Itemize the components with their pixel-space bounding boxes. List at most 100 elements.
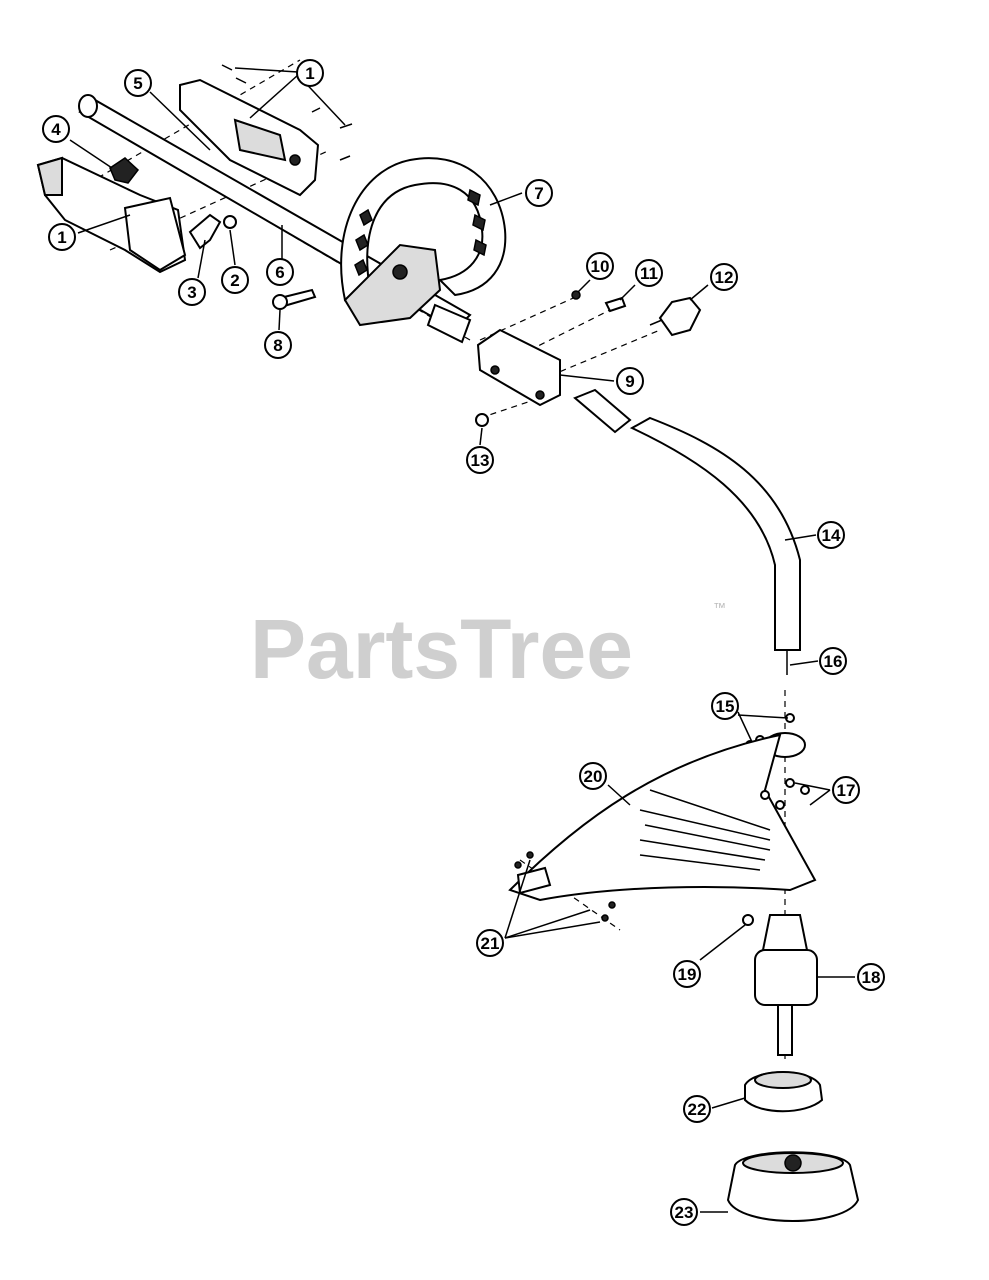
- trigger: [188, 213, 222, 250]
- right-housing: [179, 78, 320, 197]
- leader-11: [619, 284, 636, 301]
- coupler-hole: [490, 365, 500, 375]
- callout-22[interactable]: 22: [683, 1095, 711, 1123]
- guard-lower-screw: [608, 901, 616, 909]
- leader-21: [504, 909, 591, 939]
- part-4-shape: [109, 157, 140, 184]
- callout-9[interactable]: 9: [616, 367, 644, 395]
- callout-10[interactable]: 10: [586, 252, 614, 280]
- callout-circle: [683, 1095, 711, 1123]
- watermark-text: PartsTree: [250, 602, 633, 696]
- leader-15: [737, 714, 789, 719]
- callout-7[interactable]: 7: [525, 179, 553, 207]
- callout-number: 8: [273, 336, 282, 355]
- part-12-stem: [649, 319, 663, 326]
- callout-17[interactable]: 17: [832, 776, 860, 804]
- guard-screws: [760, 778, 810, 810]
- callout-circle: [42, 115, 70, 143]
- callout-12[interactable]: 12: [710, 263, 738, 291]
- spring-shape: [223, 215, 237, 229]
- coupler-body: [476, 328, 561, 407]
- screw: [339, 155, 351, 161]
- callout-19[interactable]: 19: [673, 960, 701, 988]
- callout-number: 11: [640, 264, 658, 283]
- handle-bolt: [272, 288, 317, 310]
- callout-circle: [178, 278, 206, 306]
- callout-number: 16: [824, 652, 843, 671]
- callout-circle: [579, 762, 607, 790]
- part-4-piece: [109, 157, 140, 184]
- callout-21[interactable]: 21: [476, 929, 504, 957]
- callout-5[interactable]: 5: [124, 69, 152, 97]
- callout-8[interactable]: 8: [264, 331, 292, 359]
- callout-3[interactable]: 3: [178, 278, 206, 306]
- callout-2[interactable]: 2: [221, 266, 249, 294]
- guard-lower-screw: [526, 851, 534, 859]
- leader-17: [794, 782, 831, 791]
- callout-number: 18: [862, 968, 881, 987]
- guard-screw: [785, 778, 795, 788]
- gear-head: [754, 914, 818, 1056]
- callout-20[interactable]: 20: [579, 762, 607, 790]
- screw: [311, 107, 321, 113]
- callout-23[interactable]: 23: [670, 1198, 698, 1226]
- leader-19: [699, 924, 746, 961]
- debris-guard-body: [508, 733, 817, 902]
- callout-18[interactable]: 18: [857, 963, 885, 991]
- callout-15[interactable]: 15: [711, 692, 739, 720]
- watermark: PartsTree ™: [250, 600, 726, 696]
- left-housing-endcap: [36, 156, 63, 196]
- spool-retainer: [744, 1071, 824, 1113]
- spool-retainer-top: [754, 1071, 812, 1089]
- leader-21: [504, 859, 531, 939]
- callout-4[interactable]: 4: [42, 115, 70, 143]
- callout-circle: [221, 266, 249, 294]
- screw: [221, 64, 233, 71]
- callout-number: 13: [471, 451, 490, 470]
- callout-circle: [673, 960, 701, 988]
- callout-circle: [711, 692, 739, 720]
- leader-16: [789, 660, 819, 666]
- callout-number: 14: [822, 526, 841, 545]
- callout-number: 21: [481, 934, 500, 953]
- tube-insert: [573, 388, 632, 434]
- callout-circle: [817, 521, 845, 549]
- callout-circle: [819, 647, 847, 675]
- leader-2: [229, 229, 236, 266]
- debris-guard-ribs: [639, 789, 771, 871]
- callout-circle: [616, 367, 644, 395]
- callout-1a[interactable]: 1: [296, 59, 324, 87]
- guard-lower-screws: [514, 851, 616, 922]
- leader-12: [689, 284, 709, 301]
- gear-head-screw: [742, 914, 754, 926]
- callout-16[interactable]: 16: [819, 647, 847, 675]
- callout-circle: [264, 331, 292, 359]
- callout-circle: [710, 263, 738, 291]
- callout-number: 4: [51, 120, 61, 139]
- callout-6[interactable]: 6: [266, 258, 294, 286]
- callout-14[interactable]: 14: [817, 521, 845, 549]
- leader-17: [809, 789, 831, 806]
- d-handle-grip-ribs-left: [354, 208, 373, 277]
- left-housing: [36, 156, 187, 274]
- bump-head: [726, 1151, 860, 1222]
- spring: [223, 215, 237, 229]
- leader-8: [278, 309, 281, 331]
- coupler-hole: [535, 390, 545, 400]
- callout-number: 17: [837, 781, 856, 800]
- left-housing-cover: [123, 196, 187, 272]
- housing-screws: [221, 64, 353, 161]
- right-housing-detail: [233, 118, 287, 162]
- drive-tube-end-cap: [426, 303, 472, 344]
- callout-number: 23: [675, 1203, 694, 1222]
- callout-number: 7: [534, 184, 543, 203]
- leader-7: [489, 192, 523, 206]
- coupler-hardware: [475, 290, 702, 427]
- d-handle-grip-ribs: [467, 188, 487, 257]
- leader-15: [737, 711, 753, 743]
- callout-13[interactable]: 13: [466, 446, 494, 474]
- callout-number: 10: [591, 257, 610, 276]
- callout-1b[interactable]: 1: [48, 223, 76, 251]
- callout-11[interactable]: 11: [635, 259, 663, 287]
